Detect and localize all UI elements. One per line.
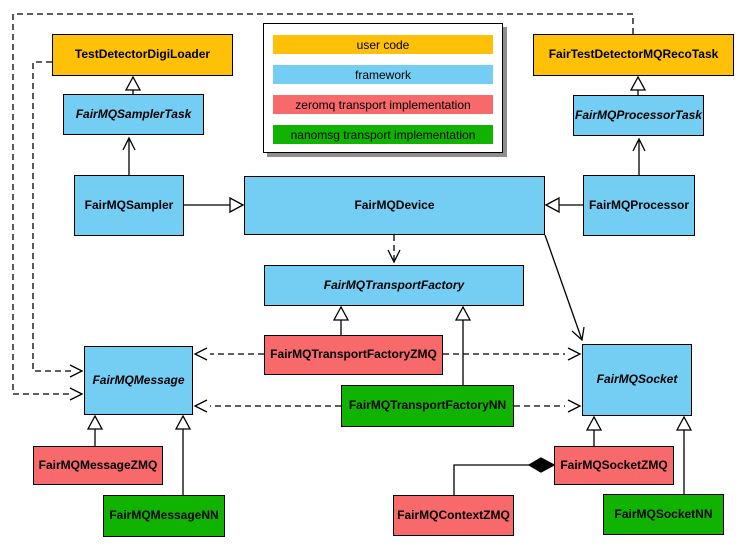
class-label: FairMQContextZMQ: [397, 507, 510, 522]
class-label: FairMQMessageZMQ: [38, 457, 158, 472]
edge-digiloader-message: [32, 61, 84, 378]
hollow-triangle-icon: [229, 196, 245, 214]
class-label: FairMQSocketZMQ: [560, 457, 668, 472]
class-box-fairmqcontextzmq: FairMQContextZMQ: [393, 495, 514, 536]
open-arrowhead-icon: [193, 399, 208, 413]
edge-socketzmq-socket: [585, 415, 603, 446]
edge-tfzmq-message: [193, 347, 264, 361]
edge-recotask-message: [12, 13, 634, 401]
legend-item-framework: framework: [273, 65, 493, 84]
class-box-fairmqtransportfactoryzmq: FairMQTransportFactoryZMQ: [264, 335, 443, 375]
open-arrowhead-icon: [69, 364, 84, 378]
class-box-fairmqtransportfactory: FairMQTransportFactory: [264, 265, 524, 306]
class-box-fairmqdevice: FairMQDevice: [244, 176, 545, 235]
class-box-fairmqsocketnn: FairMQSocketNN: [603, 494, 724, 535]
class-label: FairMQTransportFactoryZMQ: [270, 347, 437, 362]
open-arrowhead-icon: [632, 137, 646, 152]
class-box-fairmqtransportfactorynn: FairMQTransportFactoryNN: [341, 385, 514, 427]
edge-processor-device: [544, 196, 583, 214]
legend-item-nanomsg: nanomsg transport implementation: [273, 125, 493, 144]
class-label: FairMQProcessorTask: [575, 107, 702, 122]
hollow-triangle-icon: [454, 305, 472, 321]
class-label: FairMQSocketNN: [614, 506, 713, 521]
class-label: FairTestDetectorMQRecoTask: [548, 47, 719, 62]
open-arrowhead-icon: [193, 347, 208, 361]
class-box-fairtestdetectormqrecotask: FairTestDetectorMQRecoTask: [533, 34, 734, 76]
class-box-fairmqmessagenn: FairMQMessageNN: [103, 495, 225, 537]
open-arrowhead-icon: [122, 136, 136, 151]
open-arrowhead-icon: [387, 249, 401, 264]
class-box-fairmqprocessortask: FairMQProcessorTask: [573, 95, 704, 136]
edge-tfzmq-socket: [443, 347, 582, 361]
edge-device-transportfactory: [387, 235, 401, 264]
edge-processor-processortask: [632, 137, 646, 175]
legend-label: user code: [356, 37, 410, 52]
open-arrowhead-icon: [571, 326, 585, 342]
open-arrowhead-icon: [69, 387, 84, 401]
class-box-fairmqsampler: FairMQSampler: [74, 175, 184, 236]
legend-label: zeromq transport implementation: [295, 97, 471, 112]
class-box-fairmqsocketzmq: FairMQSocketZMQ: [554, 446, 674, 485]
hollow-triangle-icon: [124, 75, 142, 91]
class-label: FairMQProcessor: [588, 197, 690, 212]
hollow-triangle-icon: [86, 414, 104, 430]
legend-item-user-code: user code: [273, 35, 493, 54]
edge-device-socket: [544, 234, 585, 342]
class-box-fairmqprocessor: FairMQProcessor: [583, 175, 695, 236]
filled-diamond-icon: [527, 457, 556, 473]
open-arrowhead-icon: [567, 347, 582, 361]
edge-tfnn-message: [193, 399, 341, 413]
edge-socketnn-socket: [675, 415, 693, 494]
class-label: FairMQDevice: [354, 197, 435, 212]
class-box-fairmqsocket: FairMQSocket: [582, 344, 692, 416]
hollow-triangle-icon: [629, 75, 647, 91]
edge-messagezmq-message: [86, 414, 104, 446]
edge-processortask-recotask: [629, 75, 647, 95]
edge-tfnn-socket: [514, 399, 582, 413]
class-label: FairMQSocket: [596, 372, 678, 387]
legend-label: nanomsg transport implementation: [290, 127, 476, 142]
open-arrowhead-icon: [567, 399, 582, 413]
edge-samplertask-digiloader: [124, 75, 142, 94]
edge-sampler-device: [184, 196, 245, 214]
hollow-triangle-icon: [332, 305, 350, 321]
class-label: FairMQMessageNN: [109, 508, 219, 523]
edge-messagenn-message: [174, 414, 192, 495]
hollow-triangle-icon: [174, 414, 192, 430]
hollow-triangle-icon: [675, 415, 693, 431]
edge-tfnn-transportfactory: [454, 305, 472, 385]
class-box-fairmqmessage: FairMQMessage: [84, 346, 193, 415]
class-box-fairmqsamplertask: FairMQSamplerTask: [63, 94, 204, 135]
class-box-testdetectordigiloader: TestDetectorDigiLoader: [52, 34, 233, 76]
hollow-triangle-icon: [544, 196, 560, 214]
class-label: FairMQTransportFactory: [323, 277, 465, 292]
class-label: FairMQSampler: [84, 197, 174, 212]
edge-contextzmq-socketzmq: [453, 457, 556, 495]
class-box-fairmqmessagezmq: FairMQMessageZMQ: [33, 446, 163, 485]
class-label: FairMQSamplerTask: [75, 106, 192, 121]
legend-item-zeromq: zeromq transport implementation: [273, 95, 493, 114]
class-label: TestDetectorDigiLoader: [74, 47, 211, 62]
hollow-triangle-icon: [585, 415, 603, 431]
class-label: FairMQMessage: [92, 372, 185, 387]
edge-tfzmq-transportfactory: [332, 305, 350, 335]
class-label: FairMQTransportFactoryNN: [348, 398, 507, 413]
legend: user code framework zeromq transport imp…: [263, 23, 503, 153]
legend-label: framework: [354, 67, 411, 82]
edge-sampler-samplertask: [122, 136, 136, 175]
